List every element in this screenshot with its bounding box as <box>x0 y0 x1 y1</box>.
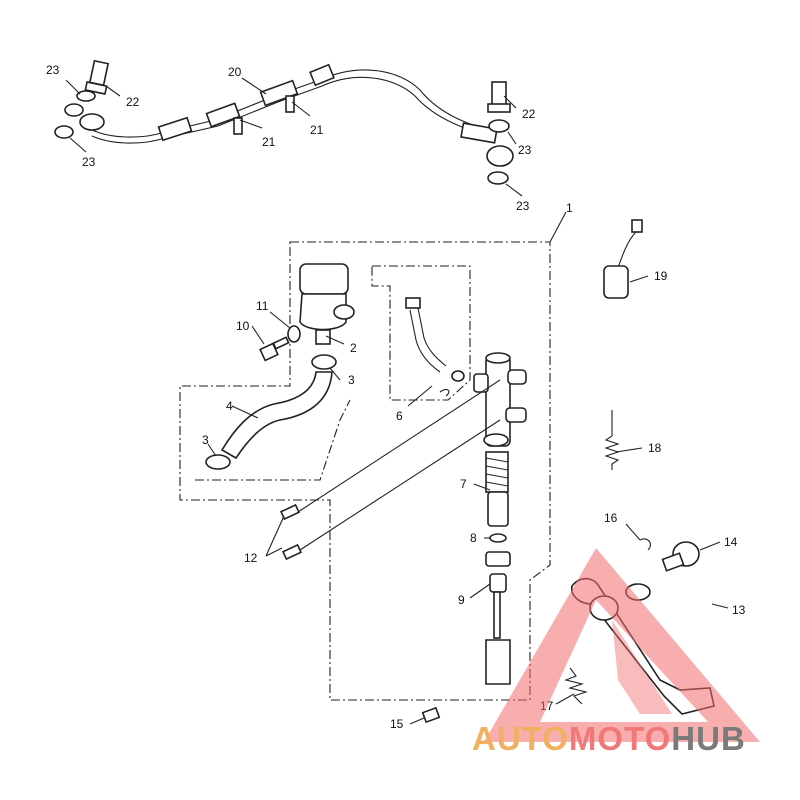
label-18: 18 <box>648 441 662 455</box>
label-11: 11 <box>256 299 269 313</box>
brake-light-switch <box>603 219 643 299</box>
label-23b: 23 <box>82 155 96 169</box>
watermark-auto: AUTO <box>472 720 569 757</box>
label-2: 2 <box>350 341 357 355</box>
hose-clamp-lower <box>205 454 231 470</box>
svg-text:AUTOMOTOHUB: AUTOMOTOHUB <box>472 720 746 757</box>
label-19: 19 <box>654 269 668 283</box>
piston-spring-7 <box>485 451 509 527</box>
hose-clamp-upper <box>311 354 337 370</box>
spring-18 <box>604 410 620 470</box>
callout-labels: 1 2 3 3 4 6 7 8 9 10 11 12 13 14 15 16 1… <box>46 63 746 731</box>
seal-8 <box>489 533 507 543</box>
label-3b: 3 <box>202 433 209 447</box>
assembly-outline <box>179 241 551 701</box>
banjo-bolt-left <box>84 59 110 95</box>
pushrod-9 <box>485 551 511 685</box>
label-20: 20 <box>228 65 242 79</box>
label-3a: 3 <box>348 373 355 387</box>
watermark-triangle-icon <box>484 548 760 742</box>
watermark-hub: HUB <box>671 720 746 757</box>
hose-kit-6 <box>405 297 465 397</box>
clip-16 <box>639 538 651 551</box>
label-21b: 21 <box>310 123 324 137</box>
label-22b: 22 <box>522 107 536 121</box>
banjo-bolt-right <box>487 81 511 113</box>
label-23c: 23 <box>518 143 532 157</box>
sealing-washers <box>54 90 510 185</box>
master-cylinder <box>473 352 527 447</box>
label-9: 9 <box>458 593 465 607</box>
bolt-15 <box>421 706 441 724</box>
label-23d: 23 <box>516 199 530 213</box>
bolt-10 <box>259 336 290 362</box>
leader-lines <box>65 77 729 725</box>
watermark-logo: AUTOMOTOHUB <box>472 548 760 757</box>
label-14: 14 <box>724 535 738 549</box>
label-23a: 23 <box>46 63 60 77</box>
label-6: 6 <box>396 409 403 423</box>
label-7: 7 <box>460 477 467 491</box>
hose-kit-outline <box>371 265 471 401</box>
spring-17 <box>564 667 588 705</box>
brake-fluid-reservoir <box>299 263 355 345</box>
label-21a: 21 <box>262 135 276 149</box>
reservoir-hose <box>220 371 333 460</box>
label-13: 13 <box>732 603 746 617</box>
label-4: 4 <box>226 399 233 413</box>
label-22a: 22 <box>126 95 140 109</box>
washer-11 <box>287 325 301 343</box>
label-16: 16 <box>604 511 618 525</box>
label-15: 15 <box>390 717 404 731</box>
label-12: 12 <box>244 551 258 565</box>
watermark-moto: MOTO <box>569 720 671 757</box>
label-10: 10 <box>236 319 250 333</box>
brake-hose-assembly <box>79 63 514 167</box>
pivot-bolt-14 <box>661 541 700 572</box>
label-1: 1 <box>566 201 573 215</box>
bolts-12 <box>279 379 501 561</box>
label-8: 8 <box>470 531 477 545</box>
